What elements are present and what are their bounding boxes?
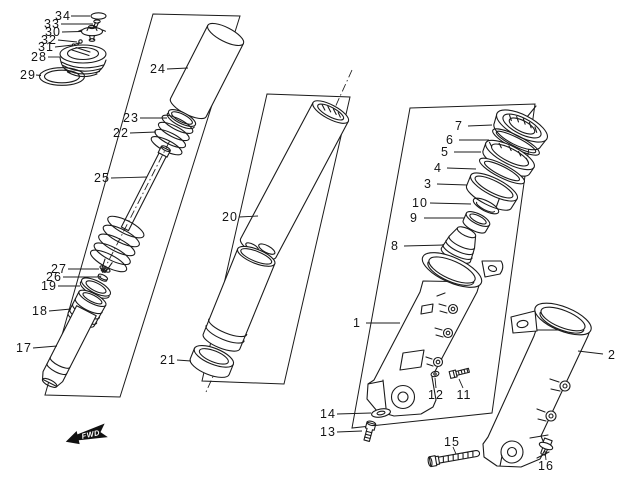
part-9-drawing: [462, 211, 491, 234]
part-label-9: 9: [410, 211, 418, 225]
part-label-24: 24: [150, 62, 166, 76]
part-label-22: 22: [113, 126, 129, 140]
part-17-drawing: [41, 305, 97, 388]
part-13-drawing: [363, 420, 377, 442]
callout-labels: 34 33 30 32 31 28 29 24 23 22 25 27 26 1…: [16, 9, 616, 473]
part-label-33: 33: [44, 17, 60, 31]
part-label-25: 25: [94, 171, 110, 185]
part-16-drawing: [538, 437, 554, 456]
part-29-drawing: [38, 67, 86, 86]
part-label-14: 14: [320, 407, 336, 421]
part-label-6: 6: [446, 133, 454, 147]
part-label-1: 1: [353, 316, 361, 330]
part-label-29: 29: [20, 68, 36, 82]
part-34-drawing: [90, 12, 107, 20]
box-edge-fragment: [526, 105, 537, 118]
part-11-drawing: [448, 367, 470, 379]
assembly-box-left: [44, 13, 241, 398]
part-label-13: 13: [320, 425, 336, 439]
part-label-20: 20: [222, 210, 238, 224]
part-label-26: 26: [46, 270, 62, 284]
part-30-drawing: [77, 24, 107, 42]
part-label-16: 16: [538, 459, 554, 473]
part-label-23: 23: [123, 111, 139, 125]
part-28-drawing: [59, 44, 107, 78]
part-label-7: 7: [455, 119, 463, 133]
part-8-drawing: [440, 226, 477, 264]
part-label-4: 4: [434, 161, 442, 175]
part-label-30: 30: [45, 25, 61, 39]
part-24-drawing: [169, 22, 245, 120]
fwd-direction-arrow: FWD: [65, 423, 108, 445]
part-label-12: 12: [428, 388, 444, 402]
part-14-drawing: [371, 408, 391, 418]
leader-lines: [32, 15, 604, 461]
part-21-drawing: [189, 345, 235, 378]
part-label-21: 21: [160, 353, 176, 367]
part-label-8: 8: [391, 239, 399, 253]
part-label-10: 10: [412, 196, 428, 210]
part-label-28: 28: [31, 50, 47, 64]
part-label-11: 11: [457, 388, 472, 402]
part-label-31: 31: [38, 40, 54, 54]
part-20-lower-tube-drawing: [202, 245, 276, 352]
part-20-upper-tube-drawing: [239, 100, 350, 260]
fwd-label: FWD: [81, 428, 101, 441]
part-10-drawing: [472, 197, 500, 215]
part-1-drawing: [366, 252, 504, 417]
part-5-drawing: [482, 139, 535, 177]
part-label-32: 32: [41, 33, 57, 47]
part-3-drawing: [465, 172, 519, 211]
part-label-15: 15: [444, 435, 460, 449]
assembly-box-right: [351, 103, 536, 429]
part-26-drawing: [97, 273, 109, 282]
part-label-5: 5: [441, 145, 449, 159]
part-label-17: 17: [16, 341, 32, 355]
part-label-3: 3: [424, 177, 432, 191]
part-4-drawing: [478, 157, 526, 185]
part-15-drawing: [427, 450, 481, 468]
part-12-drawing: [430, 370, 440, 378]
part-27-drawing: [99, 265, 111, 273]
part-2-drawing: [482, 302, 592, 468]
part-label-2: 2: [608, 348, 616, 362]
part-label-19: 19: [41, 279, 57, 293]
part-label-27: 27: [51, 262, 67, 276]
part-label-34: 34: [55, 9, 71, 23]
part-label-18: 18: [32, 304, 48, 318]
